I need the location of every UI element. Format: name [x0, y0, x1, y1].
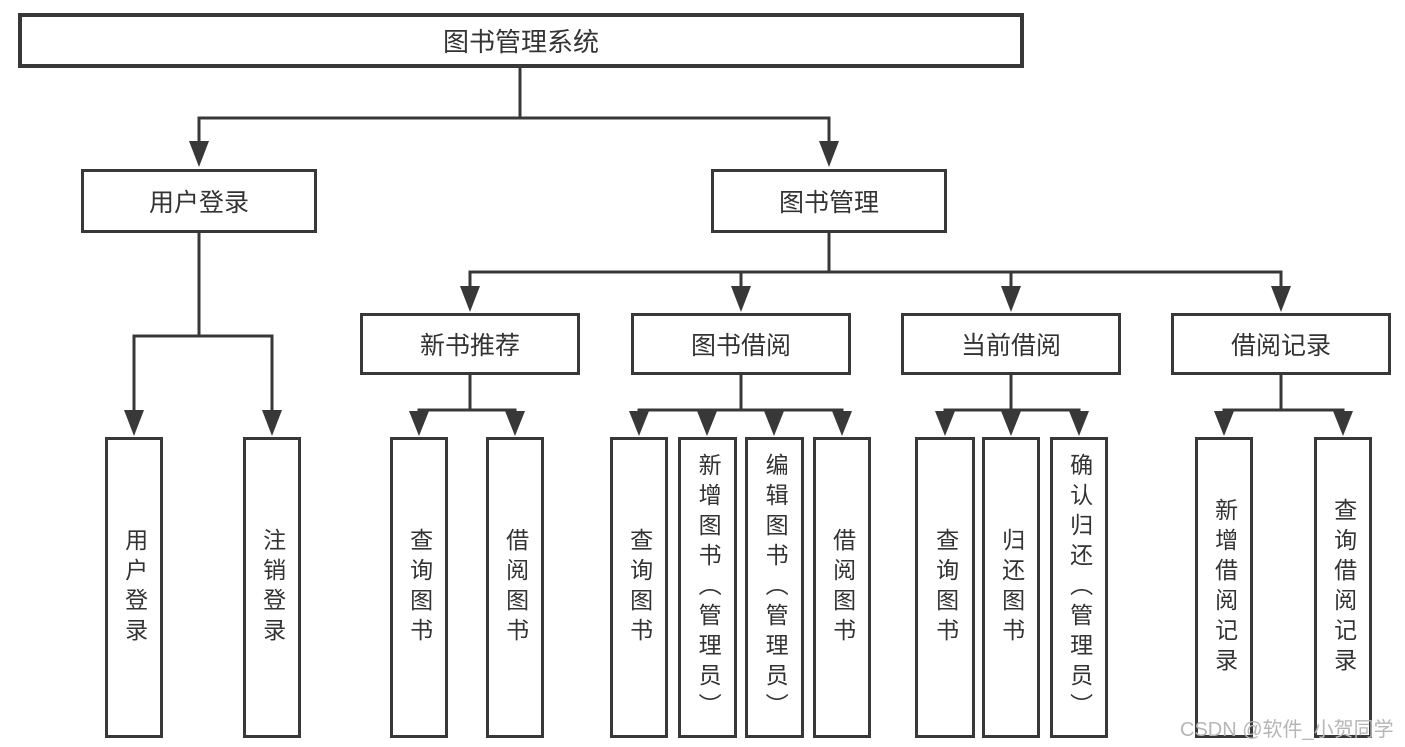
node-label: 确认归还（管理员） [1066, 452, 1093, 723]
node-label: 查询图书 [626, 527, 653, 648]
node-new-book-recommend: 新书推荐 [360, 313, 580, 375]
node-leaf-query-books: 查询图书 [390, 437, 448, 738]
node-root-system: 图书管理系统 [18, 13, 1024, 68]
node-label: 新增借阅记录 [1211, 497, 1238, 678]
node-leaf-borrow-books: 借阅图书 [486, 437, 544, 738]
node-label: 查询借阅记录 [1330, 497, 1357, 678]
node-leaf-add-books-admin: 新增图书（管理员） [678, 437, 737, 738]
node-label: 新书推荐 [419, 332, 520, 360]
node-borrow-records: 借阅记录 [1171, 313, 1391, 375]
node-label: 编辑图书（管理员） [762, 452, 789, 723]
node-leaf-user-login: 用户登录 [105, 437, 163, 738]
node-book-management: 图书管理 [711, 169, 947, 233]
node-label: 图书借阅 [690, 332, 791, 360]
node-label: 查询图书 [406, 527, 433, 648]
node-leaf-add-borrow-record: 新增借阅记录 [1195, 437, 1253, 738]
node-leaf-logout: 注销登录 [243, 437, 301, 738]
node-user-login: 用户登录 [81, 169, 317, 233]
node-label: 注销登录 [259, 527, 286, 648]
node-label: 借阅记录 [1230, 332, 1331, 360]
node-leaf-return-books: 归还图书 [982, 437, 1040, 738]
node-leaf-query-books: 查询图书 [915, 437, 975, 738]
node-label: 新增图书（管理员） [695, 452, 722, 723]
node-label: 借阅图书 [829, 527, 856, 648]
csdn-watermark: CSDN @软件_小贺同学 [1180, 719, 1394, 741]
node-label: 用户登录 [121, 527, 148, 648]
node-book-borrowing: 图书借阅 [631, 313, 851, 375]
node-leaf-edit-books-admin: 编辑图书（管理员） [745, 437, 804, 738]
node-label: 借阅图书 [502, 527, 529, 648]
node-leaf-query-borrow-record: 查询借阅记录 [1314, 437, 1372, 738]
node-leaf-confirm-return-admin: 确认归还（管理员） [1050, 437, 1108, 738]
node-label: 查询图书 [932, 527, 959, 648]
node-leaf-query-books: 查询图书 [610, 437, 668, 738]
node-leaf-borrow-books: 借阅图书 [813, 437, 871, 738]
node-label: 用户登录 [148, 189, 249, 217]
node-current-borrowing: 当前借阅 [901, 313, 1121, 375]
node-label: 图书管理 [778, 189, 879, 217]
node-label: 当前借阅 [960, 332, 1061, 360]
node-label: 图书管理系统 [442, 27, 599, 57]
node-label: 归还图书 [998, 527, 1025, 648]
